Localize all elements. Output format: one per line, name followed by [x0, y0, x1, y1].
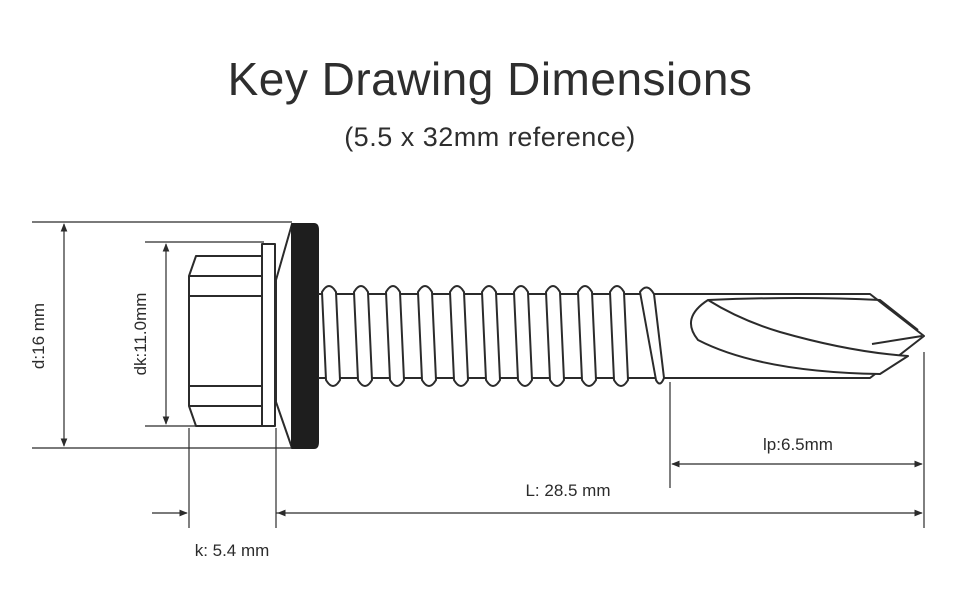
k-dimension-label: k: 5.4 mm — [195, 541, 270, 560]
dk-dimension-label: dk:11.0mm — [131, 293, 150, 376]
L-dimension-label: L: 28.5 mm — [525, 481, 610, 500]
lp-dimension-label: lp:6.5mm — [763, 435, 833, 454]
d-dimension-label: d:16 mm — [29, 303, 48, 369]
hex-head — [188, 255, 263, 427]
under-head-taper — [275, 223, 293, 449]
diagram-title: Key Drawing Dimensions — [227, 53, 753, 105]
flange-collar — [261, 243, 276, 427]
diagram-subtitle: (5.5 x 32mm reference) — [344, 122, 636, 152]
drill-point — [668, 293, 925, 379]
thread-crests — [321, 285, 665, 387]
sealing-washer — [291, 223, 319, 449]
